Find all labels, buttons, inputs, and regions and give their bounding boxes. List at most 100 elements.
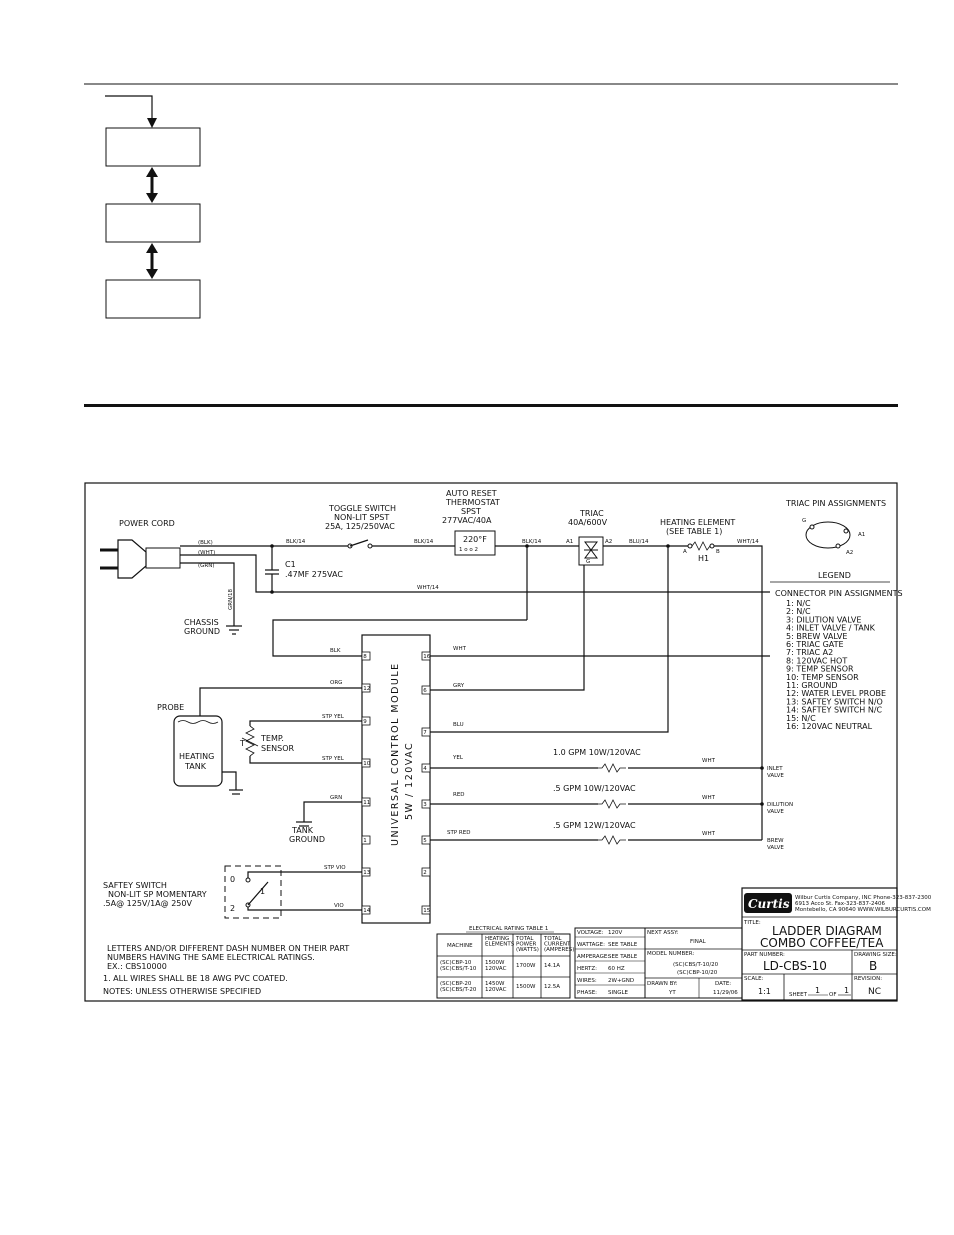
blk14-label-1: BLK/14 <box>286 539 306 545</box>
valve1-rating: 1.0 GPM 10W/120VAC <box>553 748 641 757</box>
left-pin-13: 13 <box>363 870 370 876</box>
drawn-label: DRAWN BY: <box>647 981 678 987</box>
tank-ground-label-2: GROUND <box>289 835 325 844</box>
temp-sensor-label-2: SENSOR <box>261 744 294 753</box>
control-module <box>361 634 431 924</box>
section-rule <box>84 404 898 407</box>
connector-pin-14: 14: SAFTEY SWITCH N/C <box>786 706 883 715</box>
flow-entry-line <box>105 95 153 118</box>
model-label: MODEL NUMBER: <box>647 951 694 957</box>
sheet-number: 1 <box>815 986 820 995</box>
part-number-label: PART NUMBER: <box>744 952 785 958</box>
left-pin-12: 12 <box>363 686 370 692</box>
capacitor-icon <box>265 544 279 594</box>
rating-cell-0-0-0: (SC)CBP-10 <box>440 960 472 966</box>
plug-icon <box>100 539 181 579</box>
heating-tank-icon <box>173 715 243 795</box>
sheet-total: 1 <box>844 986 849 995</box>
triac-pins-title: TRIAC PIN ASSIGNMENTS <box>785 499 886 508</box>
valve3-label-2: VALVE <box>767 845 784 851</box>
connector-pin-6: 6: TRIAC GATE <box>786 640 844 649</box>
right-pin-15-box <box>421 905 431 915</box>
connector-pin-10: 10: TEMP SENSOR <box>786 673 859 682</box>
safety-label-2: NON-LIT SP MOMENTARY <box>108 890 207 899</box>
toggle-label-3: 25A, 125/250VAC <box>325 522 395 531</box>
flow-diagram <box>84 83 898 407</box>
rating-header-2-1: POWER <box>516 942 537 948</box>
triac-label-1: TRIAC <box>579 509 604 518</box>
thermostat-temp: 220°F <box>463 535 487 544</box>
rw-red: RED <box>453 792 465 798</box>
model-value-1: (SC)CBS/T-10/20 <box>673 962 719 968</box>
triac-pin-a2: A2 <box>846 550 853 556</box>
triac-icon <box>578 536 604 566</box>
spec-label-5: PHASE: <box>577 990 597 996</box>
note-1: LETTERS AND/OR DIFFERENT DASH NUMBER ON … <box>107 944 349 953</box>
spec-value-1: SEE TABLE <box>608 942 638 948</box>
right-pin-5-box <box>421 835 431 845</box>
tank-ground-icon <box>296 821 312 827</box>
curtis-logo: Curtis <box>744 893 792 913</box>
rw-wht: WHT <box>453 646 467 652</box>
right-pin-16-box <box>421 651 431 661</box>
right-pin-3-box <box>421 799 431 809</box>
rating-header-0-0: MACHINE <box>447 943 473 949</box>
connector-pin-8: 8: 120VAC HOT <box>786 656 847 665</box>
chassis-label-1: CHASSIS <box>184 618 219 627</box>
left-pin-1: 1 <box>363 838 367 844</box>
title-line-1: LADDER DIAGRAM <box>772 924 882 938</box>
heating-label-2: (SEE TABLE 1) <box>666 527 722 536</box>
spec-value-2: SEE TABLE <box>608 954 638 960</box>
triac-label-2: 40A/600V <box>568 518 608 527</box>
lw-stpyel-2: STP YEL <box>322 756 345 762</box>
temp-sensor-t: T <box>239 739 245 748</box>
rating-header-3-2: (AMPERES) <box>544 947 574 953</box>
left-pin-1-box <box>361 835 371 845</box>
left-pin-10-box <box>361 758 371 768</box>
heating-h1: H1 <box>698 554 709 563</box>
connector-pin-5: 5: BREW VALVE <box>786 632 847 641</box>
connector-pin-13: 13: SAFTEY SWITCH N/O <box>786 697 883 706</box>
connector-pin-16: 16: 120VAC NEUTRAL <box>786 722 873 731</box>
temp-sensor-label-1: TEMP. <box>260 734 284 743</box>
schematic-frame <box>84 482 898 1002</box>
note-3: EX.: CBS10000 <box>107 962 167 971</box>
flow-box-3 <box>105 279 201 319</box>
rating-header-2-2: (WATTS) <box>516 947 539 953</box>
sheet-prefix: SHEET <box>789 992 808 998</box>
toggle-label-2: NON-LIT SPST <box>334 513 389 522</box>
model-value-2: (SC)CBP-10/20 <box>677 970 718 976</box>
flow-arrow-up-2 <box>146 243 158 253</box>
connector-title: CONNECTOR PIN ASSIGNMENTS <box>775 589 903 598</box>
right-pin-7-box <box>421 727 431 737</box>
chassis-ground-icon <box>226 625 242 635</box>
spec-value-3: 60 HZ <box>608 966 625 972</box>
rating-cell-1-3-0: 12.5A <box>544 984 560 990</box>
lw-org: ORG <box>330 680 342 686</box>
temp-sensor-icon <box>241 725 259 757</box>
left-pin-8-box <box>361 651 371 661</box>
left-pin-10: 10 <box>363 761 370 767</box>
assy-block: NEXT ASSY: FINAL MODEL NUMBER: (SC)CBS/T… <box>644 927 743 999</box>
power-cord-label: POWER CORD <box>119 519 175 528</box>
rating-cell-0-3-0: 14.1A <box>544 963 560 969</box>
heating-pin-a: A <box>683 549 687 555</box>
rating-cell-0-2-0: 1700W <box>516 963 536 969</box>
drawn-value: YT <box>668 990 676 996</box>
note-4: 1. ALL WIRES SHALL BE 18 AWG PVC COATED. <box>103 974 288 983</box>
grn18-label: GRN/18 <box>228 588 234 610</box>
tank-label-1: HEATING <box>179 752 214 761</box>
rating-cell-1-1-1: 120VAC <box>485 987 507 993</box>
right-pin-5: 5 <box>423 838 427 844</box>
rating-header-3-1: CURRENT <box>544 942 571 948</box>
rw-blu: BLU <box>453 722 464 728</box>
flow-arrow-down-2 <box>146 269 158 279</box>
rw-stpred: STP RED <box>447 830 470 836</box>
connector-pin-2: 2: N/C <box>786 607 811 616</box>
rating-header-2-0: TOTAL <box>515 936 534 942</box>
right-pin-4-box <box>421 763 431 773</box>
right-pin-2: 2 <box>423 870 427 876</box>
rating-table-title: ELECTRICAL RATING TABLE 1 <box>469 926 548 932</box>
